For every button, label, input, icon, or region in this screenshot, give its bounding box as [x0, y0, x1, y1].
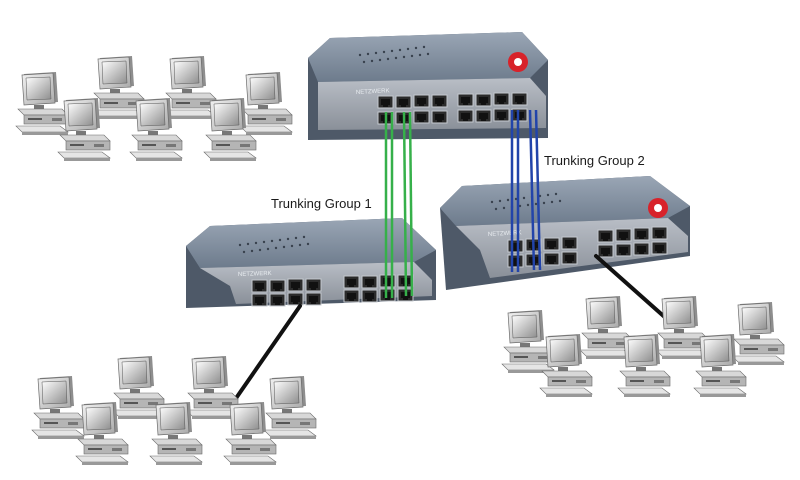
- pc-group-bottom-left: [31, 355, 317, 466]
- trunking-group-1-cables: [384, 111, 414, 298]
- pc-icon: [731, 301, 785, 366]
- pc-group-top-left: [15, 55, 293, 162]
- pc-icon: [239, 71, 293, 136]
- uplink-cables: [230, 254, 670, 406]
- pc-icon: [617, 333, 671, 398]
- svg-text:NETZWERK: NETZWERK: [238, 271, 272, 278]
- pc-icon: [15, 71, 69, 136]
- pc-icon: [163, 55, 217, 120]
- pc-group-right: [501, 295, 785, 398]
- trunking-group-2-label: Trunking Group 2: [544, 153, 645, 168]
- pc-icon: [579, 295, 633, 360]
- switch-right: NETZWERK: [440, 176, 690, 290]
- switch-top: NETZWERK: [308, 32, 548, 140]
- pc-icon: [655, 295, 709, 360]
- trunking-group-1-label: Trunking Group 1: [271, 196, 372, 211]
- pc-icon: [31, 375, 85, 440]
- trunking-group-2-cables: [510, 109, 542, 272]
- pc-icon: [263, 375, 317, 440]
- pc-icon: [539, 333, 593, 398]
- pc-icon: [91, 55, 145, 120]
- svg-text:NETZWERK: NETZWERK: [356, 88, 390, 96]
- svg-text:NETZWERK: NETZWERK: [488, 230, 522, 238]
- switch-left: NETZWERK: [186, 218, 436, 308]
